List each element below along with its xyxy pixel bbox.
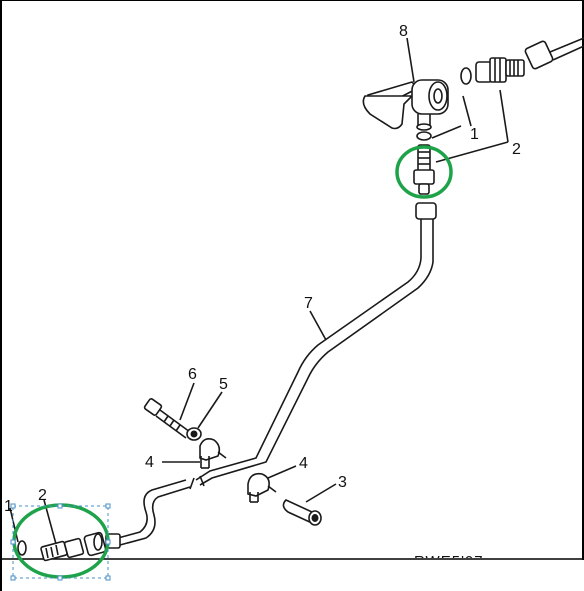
part-4-clamp-left (199, 438, 227, 469)
part-6-bolt (143, 398, 191, 439)
selection-handle[interactable] (57, 575, 63, 581)
part-5-nut (186, 427, 202, 441)
selection-handle[interactable] (57, 503, 63, 509)
callout-2-top: 2 (512, 141, 521, 158)
part-3-sleeve (282, 499, 322, 526)
callout-1-bottom: 1 (4, 498, 13, 515)
highlight-circle-top (395, 145, 453, 199)
part-4-clamp-right (247, 472, 277, 503)
part-7-tube (117, 219, 434, 546)
callout-4-right: 4 (299, 455, 308, 472)
selection-handle[interactable] (10, 575, 16, 581)
selection-handle[interactable] (105, 539, 111, 545)
selection-handle[interactable] (10, 539, 16, 545)
part-2-fitting-bottom (40, 531, 107, 562)
upper-tube-end (524, 37, 584, 70)
callout-6: 6 (188, 366, 197, 383)
callout-3: 3 (338, 474, 347, 491)
o-ring-part-1-top (416, 131, 432, 141)
selection-handle[interactable] (105, 575, 111, 581)
selection-handle[interactable] (105, 503, 111, 509)
tube-break-mark (199, 475, 205, 487)
fitting-vertical-upper (413, 144, 435, 195)
o-ring-part-1-bottom (17, 540, 27, 556)
reference-code: RWE5'07 (414, 553, 484, 570)
callout-7: 7 (304, 295, 313, 312)
callout-4-left: 4 (145, 454, 154, 471)
o-ring-top (460, 67, 472, 85)
tube-break-mark (189, 477, 195, 490)
tube-nut-upper (415, 202, 437, 220)
selection-handle[interactable] (10, 503, 16, 509)
callout-8: 8 (399, 23, 408, 40)
callout-1-top: 1 (470, 126, 479, 143)
part-2-fitting-top (475, 57, 525, 83)
leader-lines (9, 37, 509, 545)
selection-box[interactable] (10, 503, 111, 581)
callout-2-bottom: 2 (38, 487, 47, 504)
part-8-tee-housing (362, 79, 449, 131)
callout-5: 5 (219, 376, 228, 393)
